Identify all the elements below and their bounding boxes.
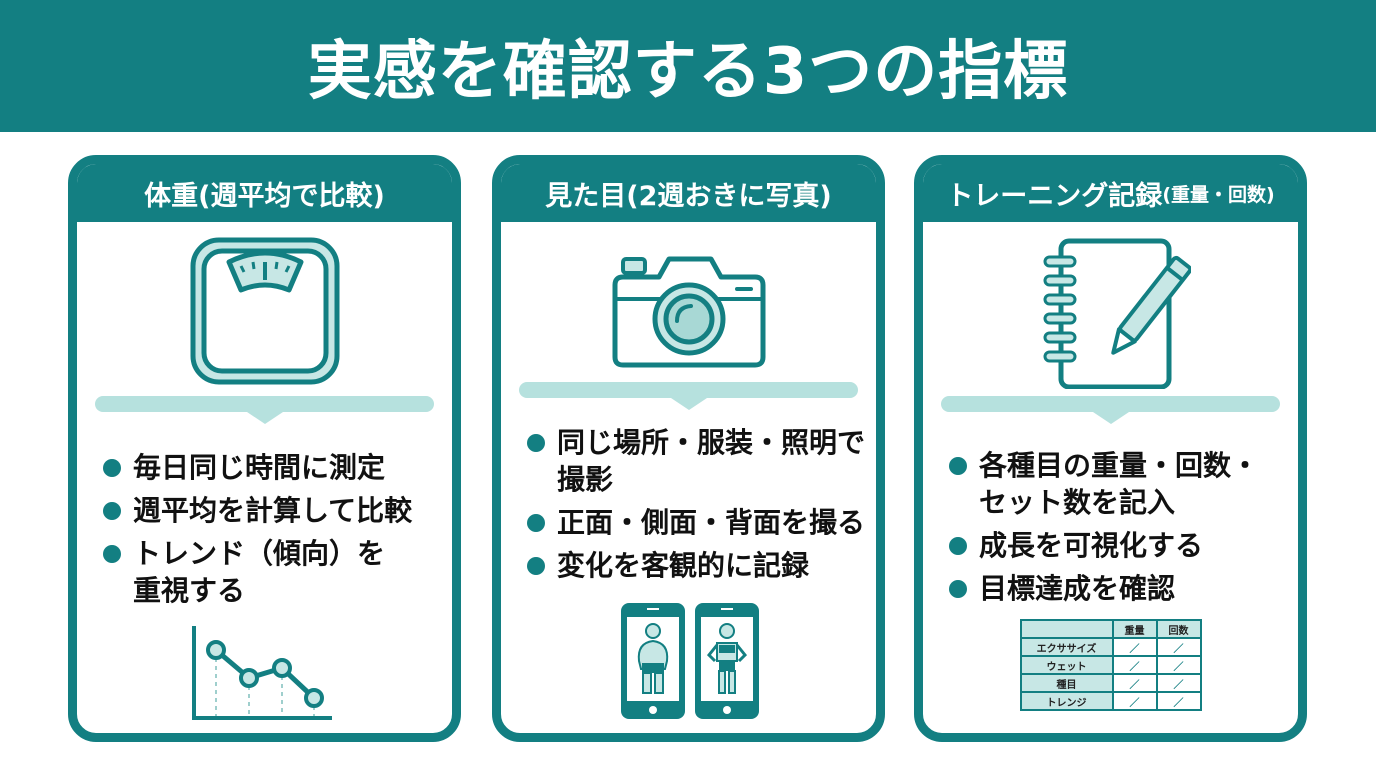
section-divider: [941, 396, 1280, 424]
table-header: [1019, 619, 1114, 639]
card-heading: 体重(週平均で比較): [77, 164, 452, 222]
table-row: エクササイズ ／ ／: [1019, 637, 1202, 657]
table-row: 種目 ／ ／: [1019, 673, 1202, 693]
table-cell: ／: [1111, 691, 1158, 711]
table-cell: ／: [1111, 637, 1158, 657]
card-heading-sub: (重量・回数): [1162, 183, 1275, 206]
bullet-item: 毎日同じ時間に測定: [99, 449, 442, 486]
table-cell: 種目: [1019, 673, 1114, 693]
table-row: トレンジ ／ ／: [1019, 691, 1202, 711]
bullet-item: 成長を可視化する: [945, 527, 1288, 564]
card-heading: 見た目(2週おきに写真): [501, 164, 876, 222]
section-divider: [519, 382, 858, 410]
table-cell: ／: [1155, 691, 1202, 711]
training-log-table: 重量 回数 エクササイズ ／ ／ ウェット ／ ／ 種目 ／ ／ トレンジ ／: [923, 619, 1298, 711]
table-row: ウェット ／ ／: [1019, 655, 1202, 675]
bullet-item: トレンド（傾向）を重視する: [99, 535, 393, 609]
bullet-list: 同じ場所・服装・照明で撮影 正面・側面・背面を撮る 変化を客観的に記録: [523, 424, 866, 590]
bullet-list: 各種目の重量・回数・セット数を記入 成長を可視化する 目標達成を確認: [945, 447, 1288, 613]
card-weight: 体重(週平均で比較) 毎日同じ時間に測定 週平均を計算して比較 トレンド（傾向）…: [68, 155, 461, 742]
bullet-item: 変化を客観的に記録: [523, 547, 866, 584]
card-heading-main: トレーニング記録: [946, 180, 1163, 212]
bullet-item: 同じ場所・服装・照明で撮影: [523, 424, 876, 498]
section-divider: [95, 396, 434, 424]
camera-icon: [501, 251, 876, 369]
table-cell: ／: [1155, 637, 1202, 657]
card-heading: トレーニング記録(重量・回数): [923, 164, 1298, 222]
title-banner: 実感を確認する3つの指標: [0, 0, 1376, 132]
bathroom-scale-icon: [77, 236, 452, 386]
page-title: 実感を確認する3つの指標: [307, 35, 1069, 109]
table-cell: エクササイズ: [1019, 637, 1114, 657]
card-appearance: 見た目(2週おきに写真) 同じ場所・服装・照明で撮影 正面・側面・背面を撮る 変…: [492, 155, 885, 742]
before-after-phone-photos-icon: [501, 599, 876, 723]
table-cell: ／: [1155, 673, 1202, 693]
bullet-item: 目標達成を確認: [945, 570, 1288, 607]
bullet-item: 各種目の重量・回数・セット数を記入: [945, 447, 1269, 521]
table-cell: ／: [1111, 655, 1158, 675]
table-cell: ウェット: [1019, 655, 1114, 675]
table-cell: ／: [1155, 655, 1202, 675]
table-header: 回数: [1155, 619, 1202, 639]
bullet-list: 毎日同じ時間に測定 週平均を計算して比較 トレンド（傾向）を重視する: [99, 449, 442, 615]
bullet-item: 正面・側面・背面を撮る: [523, 504, 866, 541]
card-training-log: トレーニング記録(重量・回数) 各種目の重量・回数・セット数を記入 成長を可視化…: [914, 155, 1307, 742]
downward-trend-line-chart-icon: [77, 622, 448, 726]
bullet-item: 週平均を計算して比較: [99, 492, 442, 529]
table-cell: ／: [1111, 673, 1158, 693]
notebook-pencil-icon: [923, 237, 1298, 389]
table-cell: トレンジ: [1019, 691, 1114, 711]
table-header: 重量: [1111, 619, 1158, 639]
